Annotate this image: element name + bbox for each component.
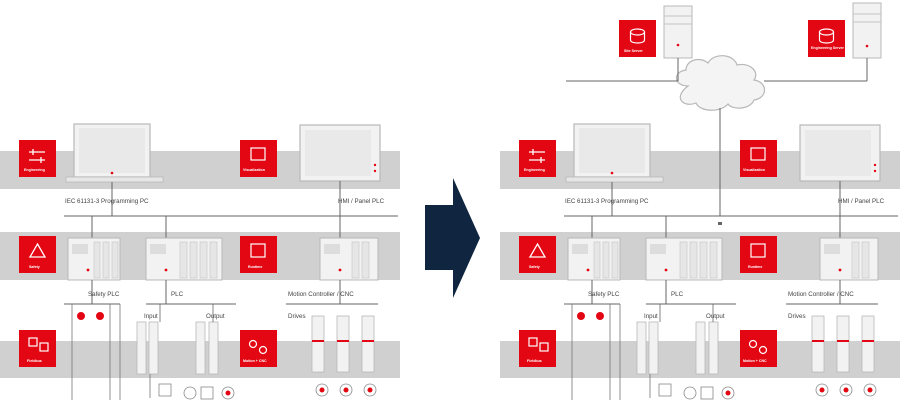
programming-pc-laptop bbox=[65, 123, 164, 183]
right-architecture: Site Server Engineering Server IEC 61131… bbox=[500, 2, 900, 400]
hmi-label: HMI / Panel PLC bbox=[838, 198, 885, 205]
runtime-tag: Runtime bbox=[240, 236, 277, 273]
plc-label: PLC bbox=[171, 291, 184, 298]
svg-text:Runtime: Runtime bbox=[248, 265, 262, 269]
e-stop-icon bbox=[595, 311, 605, 321]
plc-module bbox=[145, 237, 223, 281]
output-io-module bbox=[683, 304, 735, 400]
drive-units bbox=[311, 315, 377, 397]
safety-tag: Safety bbox=[19, 236, 56, 273]
site-server-tag: Site Server bbox=[619, 20, 656, 57]
e-stop-icon bbox=[576, 311, 586, 321]
visualization-tag: Visualization bbox=[240, 140, 277, 177]
motion-controller-label: Motion Controller / CNC bbox=[288, 291, 354, 298]
plc-label: PLC bbox=[671, 291, 684, 298]
fieldbus-tag: Fieldbus bbox=[19, 330, 56, 367]
safety-plc-module bbox=[67, 237, 121, 281]
motion-controller-module bbox=[319, 237, 379, 281]
output-io-module bbox=[183, 304, 235, 400]
safety-plc-label: Safety PLC bbox=[588, 291, 620, 298]
e-stop-icon bbox=[76, 311, 86, 321]
svg-text:Engineering Server: Engineering Server bbox=[811, 46, 845, 50]
fieldbus-tag: Fieldbus bbox=[519, 330, 556, 367]
right-arrow-icon bbox=[425, 178, 480, 298]
motion-controller-module bbox=[819, 237, 879, 281]
output-label: Output bbox=[706, 313, 725, 320]
input-io-module bbox=[136, 304, 172, 398]
input-label: Input bbox=[644, 313, 658, 320]
engineering-server-tag: Engineering Server bbox=[808, 20, 845, 57]
plc-module bbox=[645, 237, 723, 281]
svg-text:Safety: Safety bbox=[529, 265, 540, 269]
engineering-tag: Engineering bbox=[19, 140, 56, 177]
svg-text:Fieldbus: Fieldbus bbox=[27, 359, 42, 363]
svg-text:Fieldbus: Fieldbus bbox=[527, 359, 542, 363]
svg-text:Site Server: Site Server bbox=[624, 49, 643, 53]
svg-text:Runtime: Runtime bbox=[748, 265, 762, 269]
input-io-module bbox=[636, 304, 672, 398]
svg-text:Motion + CNC: Motion + CNC bbox=[243, 359, 267, 363]
input-label: Input bbox=[144, 313, 158, 320]
safety-tag: Safety bbox=[519, 236, 556, 273]
programming-pc-label: IEC 61131-3 Programming PC bbox=[565, 198, 649, 205]
motion-cnc-tag: Motion + CNC bbox=[240, 330, 277, 367]
motion-controller-label: Motion Controller / CNC bbox=[788, 291, 854, 298]
svg-text:Engineering: Engineering bbox=[524, 168, 545, 172]
site-server-icon bbox=[663, 5, 693, 59]
e-stop-icon bbox=[95, 311, 105, 321]
hmi-label: HMI / Panel PLC bbox=[338, 198, 385, 205]
safety-plc-label: Safety PLC bbox=[88, 291, 120, 298]
svg-text:Safety: Safety bbox=[29, 265, 40, 269]
cloud-icon bbox=[675, 55, 766, 111]
hmi-panel bbox=[299, 124, 381, 182]
svg-text:Visualization: Visualization bbox=[243, 168, 265, 172]
engineering-server-icon bbox=[852, 2, 882, 59]
runtime-tag: Runtime bbox=[740, 236, 777, 273]
hmi-panel bbox=[799, 124, 881, 182]
svg-text:Visualization: Visualization bbox=[743, 168, 765, 172]
programming-pc-laptop bbox=[565, 123, 664, 183]
drive-units bbox=[811, 315, 877, 397]
visualization-tag: Visualization bbox=[740, 140, 777, 177]
safety-plc-module bbox=[567, 237, 621, 281]
engineering-tag: Engineering bbox=[519, 140, 556, 177]
drives-label: Drives bbox=[788, 313, 806, 320]
programming-pc-label: IEC 61131-3 Programming PC bbox=[65, 198, 149, 205]
svg-text:Engineering: Engineering bbox=[24, 168, 45, 172]
svg-text:Motion + CNC: Motion + CNC bbox=[743, 359, 767, 363]
motion-cnc-tag: Motion + CNC bbox=[740, 330, 777, 367]
output-label: Output bbox=[206, 313, 225, 320]
left-architecture: IEC 61131-3 Programming PC HMI / Panel P… bbox=[0, 123, 400, 400]
drives-label: Drives bbox=[288, 313, 306, 320]
